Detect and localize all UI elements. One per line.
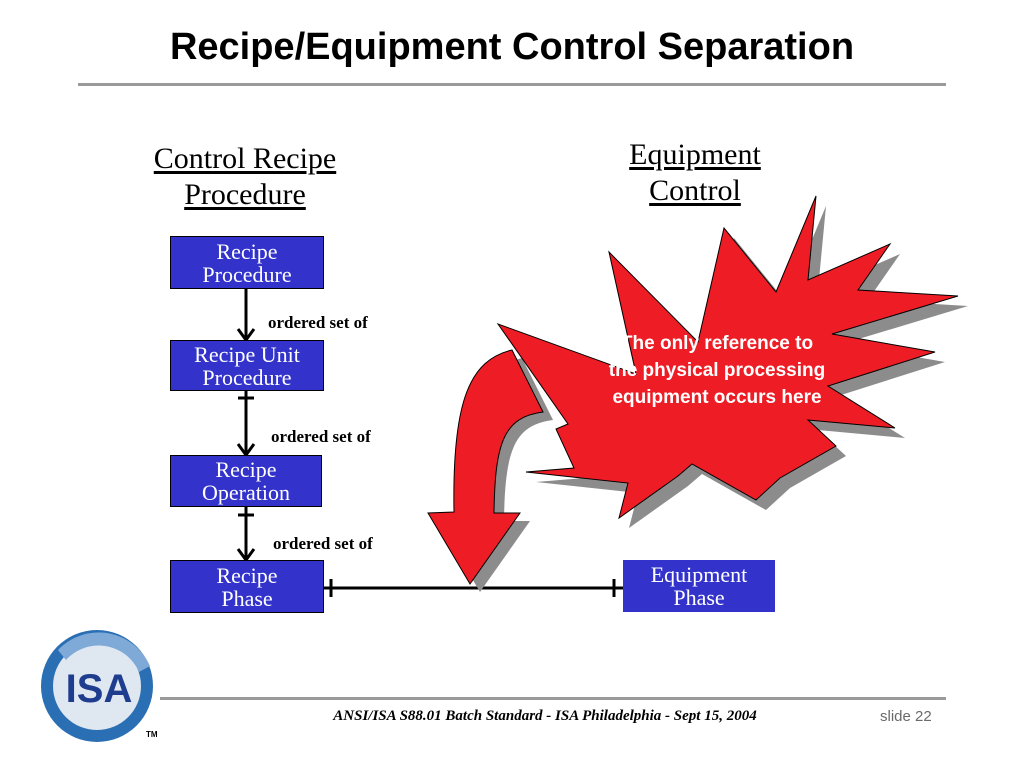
equipment-phase-line-1: Equipment xyxy=(650,562,748,587)
recipe-unit-procedure-line-2: Procedure xyxy=(202,364,292,390)
recipe-unit-procedure-line-1: Recipe Unit xyxy=(194,341,300,367)
recipe-operation-box: Recipe Operation xyxy=(170,455,322,507)
pointer-arrow xyxy=(427,349,544,585)
equipment-phase-box: Equipment Phase xyxy=(623,560,775,612)
callout-line-2: the physical processing xyxy=(608,360,826,381)
slide-number-label: slide xyxy=(880,708,911,725)
relation-label-3: ordered set of xyxy=(273,534,373,553)
slide-title: Recipe/Equipment Control Separation xyxy=(169,26,855,68)
callout-line-1: The only reference to xyxy=(620,333,814,354)
right-column-heading: Equipment Control xyxy=(580,137,810,209)
relation-label-2: ordered set of xyxy=(271,427,371,446)
slide-number-value: 22 xyxy=(915,708,932,725)
right-heading-line-2: Control xyxy=(649,174,741,207)
callout-text: The only reference to the physical proce… xyxy=(572,330,862,411)
recipe-phase-box: Recipe Phase xyxy=(170,560,324,613)
footer-text: ANSI/ISA S88.01 Batch Standard - ISA Phi… xyxy=(333,708,757,724)
recipe-procedure-box: Recipe Procedure xyxy=(170,236,324,289)
relation-label-1: ordered set of xyxy=(268,313,368,332)
left-heading-line-2: Procedure xyxy=(184,178,306,211)
recipe-unit-procedure-box: Recipe Unit Procedure xyxy=(170,340,324,391)
callout-line-3: equipment occurs here xyxy=(612,387,822,408)
recipe-operation-line-2: Operation xyxy=(202,480,290,505)
title-divider xyxy=(78,83,946,86)
left-column-heading: Control Recipe Procedure xyxy=(110,141,380,213)
recipe-procedure-line-1: Recipe xyxy=(216,238,278,264)
starburst-callout-shape xyxy=(496,195,959,520)
hierarchy-connectors xyxy=(236,289,623,597)
recipe-procedure-line-2: Procedure xyxy=(202,261,292,287)
right-heading-line-1: Equipment xyxy=(629,138,761,171)
left-heading-line-1: Control Recipe xyxy=(153,142,337,175)
recipe-phase-line-1: Recipe xyxy=(216,562,278,588)
footer-divider xyxy=(160,697,946,700)
equipment-phase-line-2: Phase xyxy=(673,585,725,610)
recipe-phase-line-2: Phase xyxy=(221,585,273,611)
recipe-operation-line-1: Recipe xyxy=(215,457,277,482)
slide-number: slide 22 xyxy=(880,708,932,725)
